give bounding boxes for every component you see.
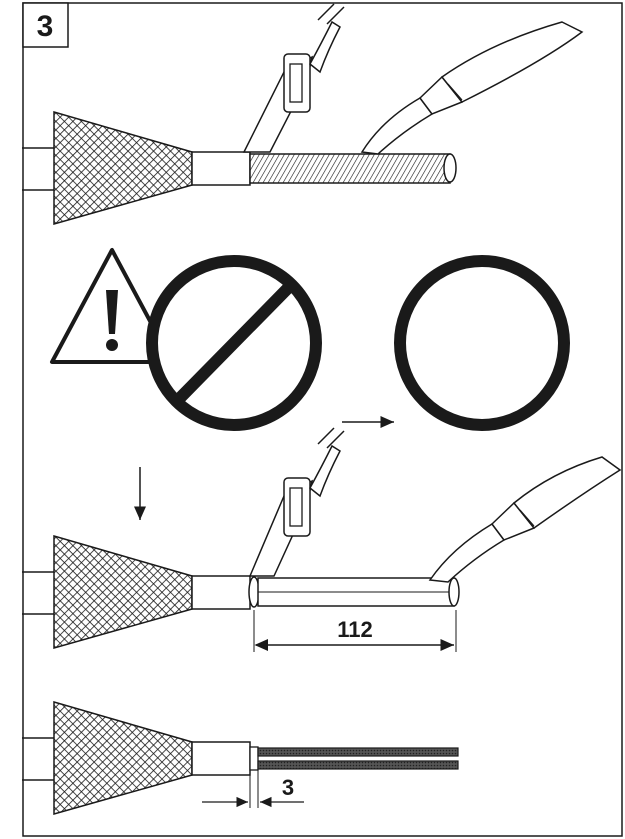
prohibition-circle-icon: [142, 255, 322, 431]
assembly-diagram: 3: [22, 2, 623, 837]
gap-label: 3: [282, 775, 294, 800]
panel-border: [22, 2, 623, 837]
section-2-warning: [50, 248, 570, 431]
step-number: 3: [37, 10, 54, 43]
warning-triangle-icon: [50, 248, 174, 364]
twisted-conductors: [249, 153, 451, 184]
cable-jacket: [191, 575, 251, 610]
section-3-strip-length: 112: [22, 427, 622, 652]
stripping-pliers-icon: [242, 3, 345, 153]
strip-length-label: 112: [337, 617, 373, 642]
section-1-stripping-jacket: [22, 3, 584, 225]
knife-icon: [360, 21, 584, 155]
conductor-upper: [257, 747, 459, 757]
correct-result-circle-icon: [392, 255, 570, 431]
cable-jacket: [191, 151, 251, 186]
knife-icon: [428, 456, 622, 583]
instruction-panel: 3: [22, 2, 623, 837]
step-badge: 3: [22, 2, 69, 48]
cable-jacket: [191, 741, 251, 776]
stripping-pliers-icon: [248, 427, 345, 577]
section-4-gap: 3: [22, 701, 459, 815]
conductor-lower: [257, 760, 459, 770]
